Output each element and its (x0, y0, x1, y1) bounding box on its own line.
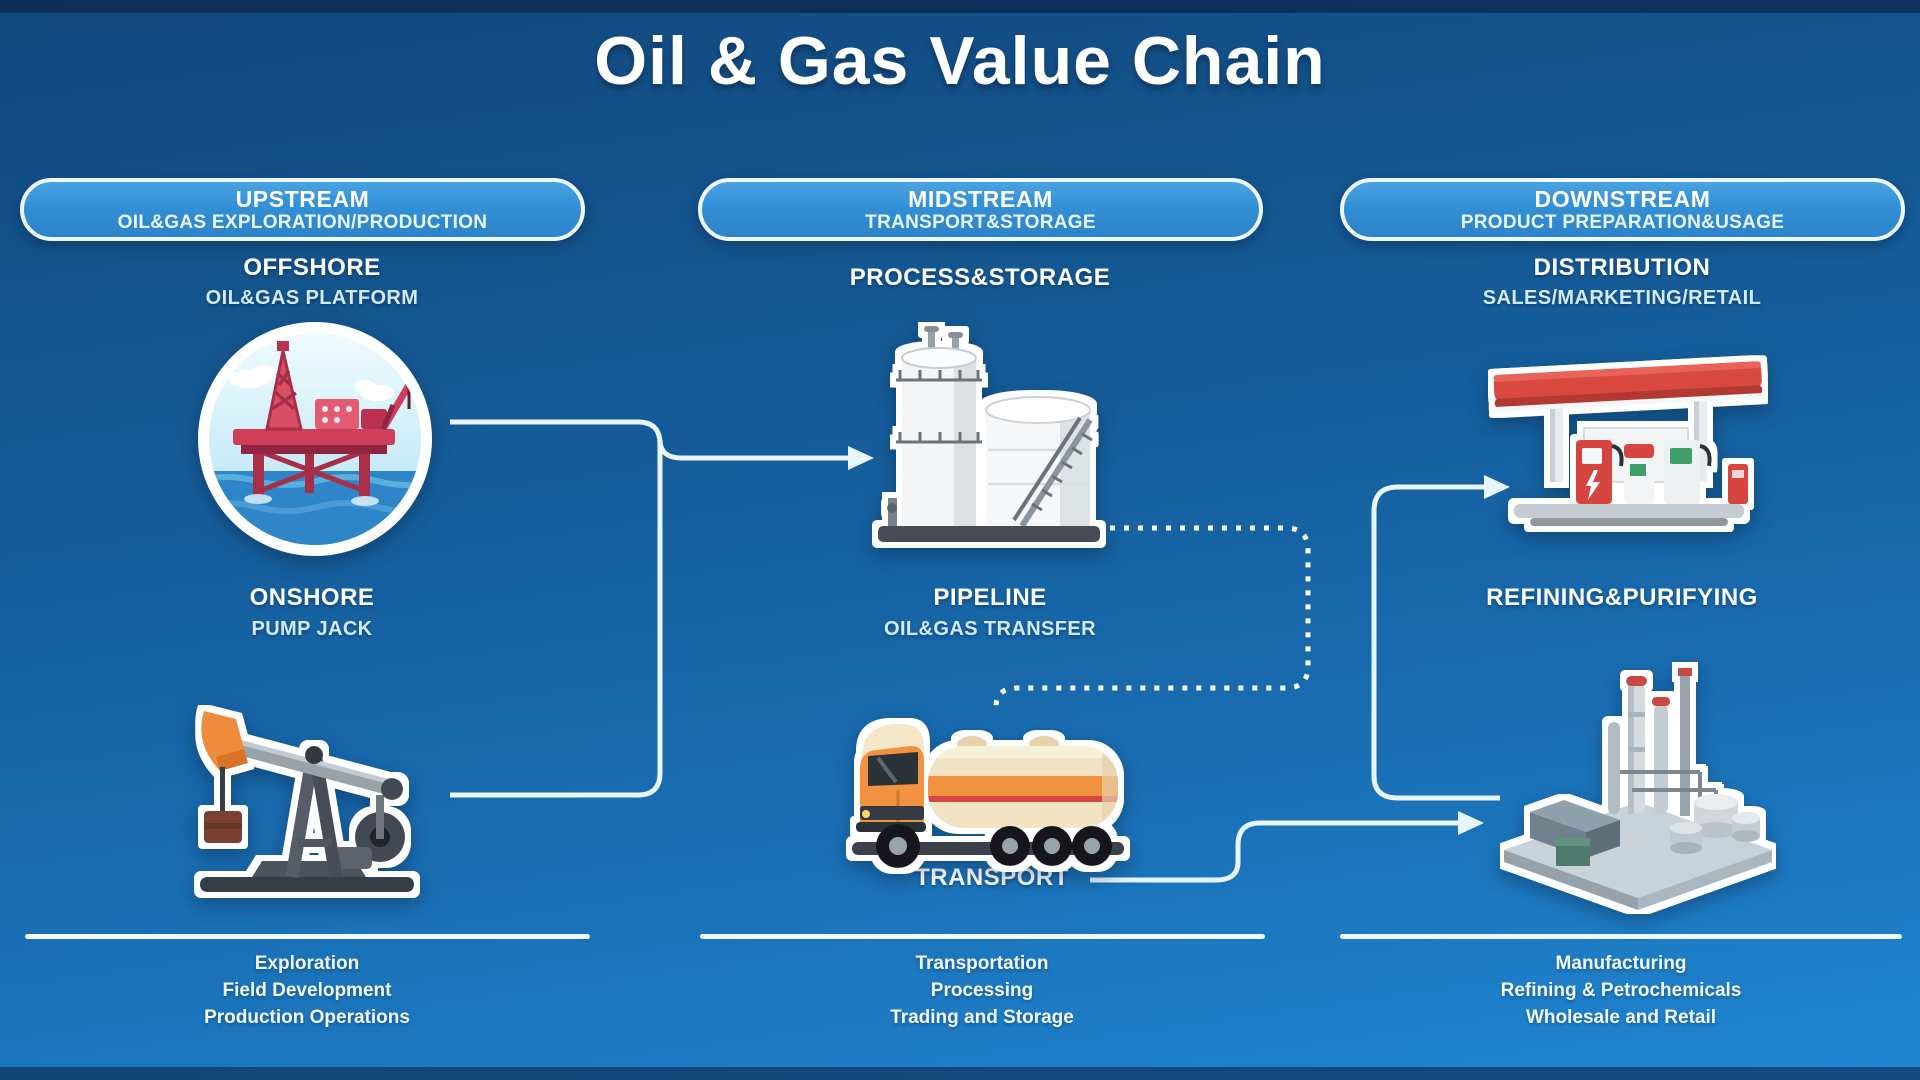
footer-item: Trading and Storage (890, 1007, 1074, 1028)
tanker-truck-illustration (852, 724, 1124, 868)
page-title: Oil & Gas Value Chain (594, 23, 1326, 99)
onshore-sublabel: PUMP JACK (251, 618, 373, 640)
distribution-sublabel: SALES/MARKETING/RETAIL (1482, 287, 1762, 309)
refining-label: REFINING&PURIFYING (1486, 584, 1758, 611)
upstream-separator (25, 934, 590, 939)
footer-item: Manufacturing (1555, 953, 1687, 974)
midstream-separator (700, 934, 1265, 939)
offshore-sublabel: OIL&GAS PLATFORM (205, 287, 419, 309)
bottom-border (0, 1067, 1920, 1080)
onshore-label: ONSHORE (249, 584, 375, 611)
downstream-header-pill: DOWNSTREAM PRODUCT PREPARATION&USAGE (1340, 178, 1905, 241)
downstream-separator (1340, 934, 1902, 939)
midstream-header-pill: MIDSTREAM TRANSPORT&STORAGE (698, 178, 1263, 241)
gas-station-illustration (1493, 361, 1763, 526)
oil-platform-illustration (198, 322, 432, 556)
downstream-header-subtitle: PRODUCT PREPARATION&USAGE (1460, 211, 1785, 233)
distribution-label: DISTRIBUTION (1533, 254, 1711, 281)
downstream-footer-list: Manufacturing Refining & Petrochemicals … (1371, 950, 1871, 1031)
midstream-header-title: MIDSTREAM (908, 185, 1053, 212)
offshore-label: OFFSHORE (243, 254, 381, 281)
pump-jack-illustration (200, 711, 414, 892)
connector-refinery-to-station (1371, 484, 1500, 801)
top-border (0, 0, 1920, 13)
footer-item: Refining & Petrochemicals (1500, 980, 1742, 1001)
process-storage-label: PROCESS&STORAGE (849, 264, 1111, 291)
footer-item: Exploration (254, 953, 360, 974)
footer-item: Production Operations (204, 1007, 410, 1028)
midstream-footer-list: Transportation Processing Trading and St… (732, 950, 1232, 1031)
transport-label: TRANSPORT (915, 864, 1069, 891)
connector-upstream-to-storage (657, 439, 850, 461)
upstream-header-pill: UPSTREAM OIL&GAS EXPLORATION/PRODUCTION (20, 178, 585, 241)
upstream-footer-list: Exploration Field Development Production… (57, 950, 557, 1031)
footer-item: Field Development (222, 980, 392, 1001)
upstream-header-subtitle: OIL&GAS EXPLORATION/PRODUCTION (117, 211, 488, 233)
footer-item: Wholesale and Retail (1525, 1007, 1717, 1028)
pipeline-label: PIPELINE (933, 584, 1047, 611)
footer-item: Transportation (915, 953, 1049, 974)
pipeline-sublabel: OIL&GAS TRANSFER (884, 618, 1096, 640)
downstream-header-title: DOWNSTREAM (1534, 185, 1711, 212)
footer-item: Processing (930, 980, 1034, 1001)
storage-tanks-illustration (878, 326, 1100, 542)
arrowhead-to-refinery (1458, 811, 1484, 835)
refinery-illustration (1504, 668, 1772, 910)
midstream-header-subtitle: TRANSPORT&STORAGE (865, 211, 1096, 233)
upstream-header-title: UPSTREAM (235, 185, 370, 212)
